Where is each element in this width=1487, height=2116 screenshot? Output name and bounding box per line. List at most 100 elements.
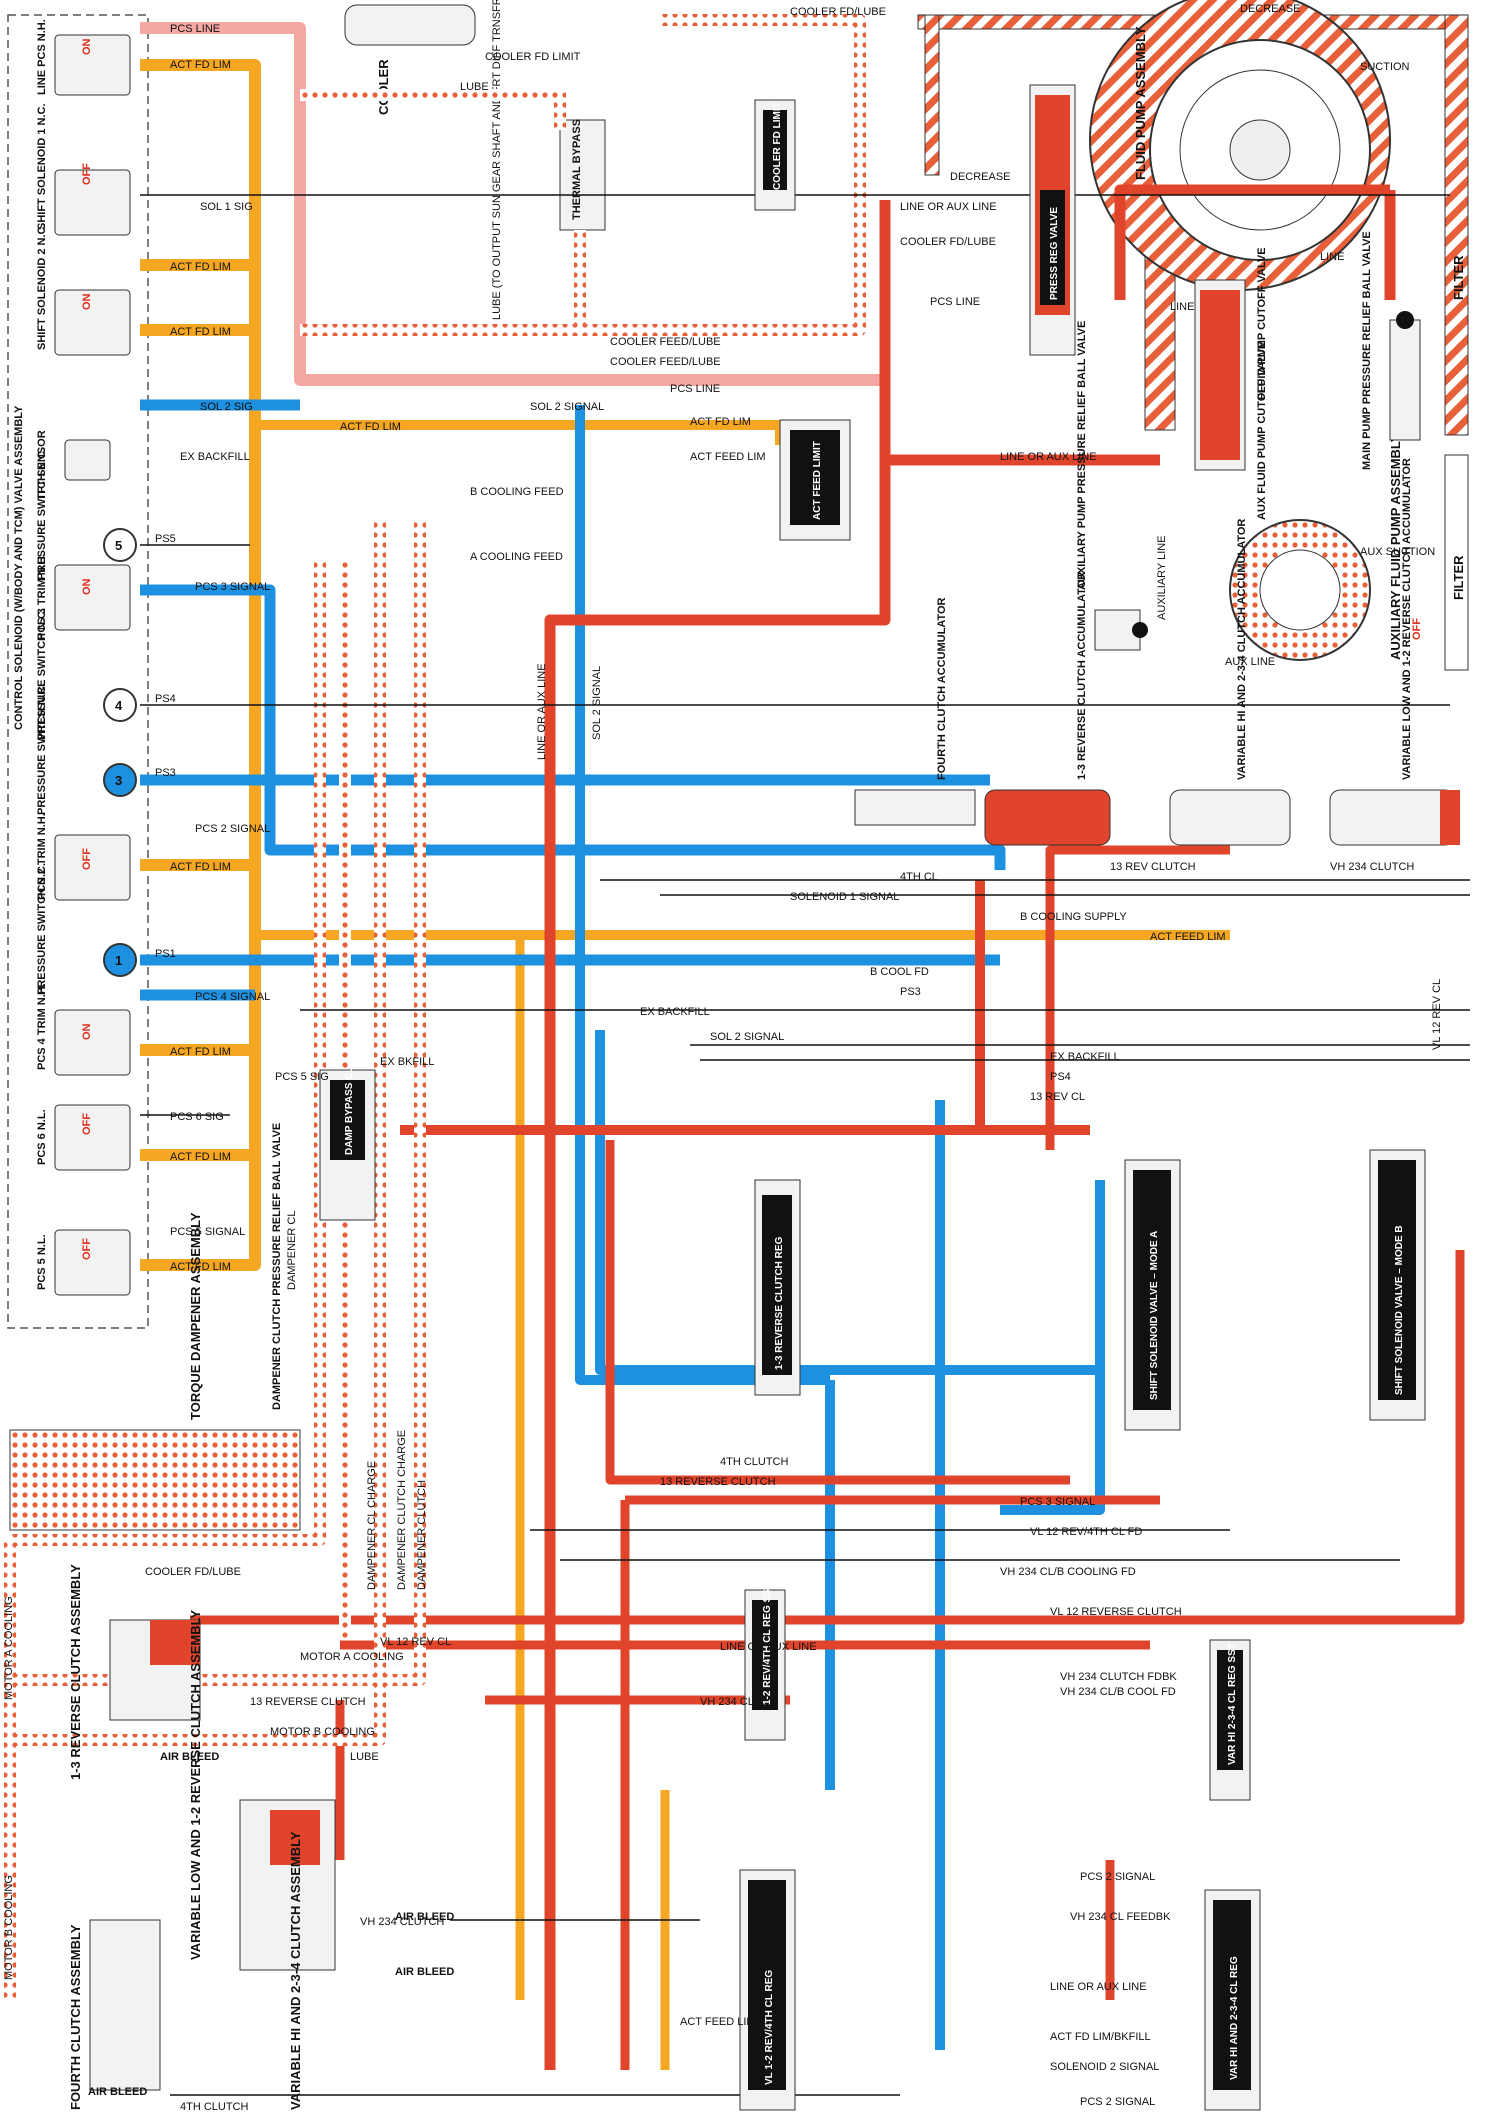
sol2-signal-label: SOL 2 SIGNAL <box>530 401 604 413</box>
vl12-reverse-clutch-label: VL 12 REVERSE CLUTCH <box>1050 1606 1182 1618</box>
torque-dampener-label: TORQUE DAMPENER ASSEMBLY <box>188 1212 203 1420</box>
solenoid-labels: LINE PCS N.H. ON SHIFT SOLENOID 1 N.C. O… <box>36 19 93 1290</box>
varhi-sst-valve: VAR HI 2-3-4 CL REG SST <box>1227 1643 1238 1765</box>
pcs3-signal-label: PCS 3 SIGNAL <box>195 581 270 593</box>
4th-clutch-bottom: 4TH CLUTCH <box>180 2101 249 2113</box>
varhi-clutch-label: VARIABLE HI AND 2-3-4 CLUTCH ASSEMBLY <box>288 1831 303 2110</box>
b-cool-fd-label: B COOL FD <box>870 966 929 978</box>
line-or-aux-low: LINE OR AUX LINE <box>1050 1981 1147 1993</box>
pcs2-trim-state: OFF <box>81 848 93 870</box>
cooler-label: COOLER <box>376 59 391 115</box>
aux-filter-label: FILTER <box>1451 555 1466 600</box>
dampener-cl-label: DAMPENER CL <box>286 1211 298 1290</box>
line-pcs-label: LINE PCS N.H. <box>36 19 48 95</box>
act-fd-lim-4: ACT FD LIM <box>170 861 231 873</box>
pcs2-signal-low: PCS 2 SIGNAL <box>1080 1871 1155 1883</box>
fluid-pump-label: FLUID PUMP ASSEMBLY <box>1133 26 1148 180</box>
upper-middle-labels: COOLER FD LIMIT LUBE COOLER FD/LUBE COOL… <box>340 6 1344 620</box>
pcs3-trim-label: PCS 3 TRIM N.H. <box>36 553 48 640</box>
pcs2-signal-label: PCS 2 SIGNAL <box>195 823 270 835</box>
pcs6-sig-label: PCS 6 SIG <box>170 1111 224 1123</box>
act-feed-limit-low: ACT FEED LIMIT <box>680 2016 766 2028</box>
vh234-cl-label: VH 234 CL <box>700 1696 754 1708</box>
ex-bkfill-label: EX BKFILL <box>380 1056 434 1068</box>
rev13-clutch-label: 13 REV CLUTCH <box>1110 861 1196 873</box>
rev13-acc-label: 1-3 REVERSE CLUTCH ACCUMULATOR <box>1076 572 1088 780</box>
pcs2-trim-label: PCS 2 TRIM N.H. <box>36 813 48 900</box>
aux-fluid-pump-cutoff-label: AUX FLUID PUMP CUTOFF VALVE <box>1256 341 1268 520</box>
sol1-sig-label: SOL 1 SIG <box>200 201 253 213</box>
line-or-aux-mid: LINE OR AUX LINE <box>720 1641 817 1653</box>
motor-a-cooling-left: MOTOR A COOLING <box>3 1596 15 1700</box>
ps4-number: 4 <box>115 698 123 713</box>
act-feed-lim-label: ACT FEED LIM <box>690 451 766 463</box>
act-fd-lim-bkfill-low: ACT FD LIM/BKFILL <box>1050 2031 1151 2043</box>
varhi-acc-label: VARIABLE HI AND 2-3-4 CLUTCH ACCUMULATOR <box>1236 519 1248 780</box>
vl12-reg-valve: VL 1-2 REV/4TH CL REG <box>764 1970 775 2085</box>
accumulators: FOURTH CLUTCH ACCUMULATOR 1-3 REVERSE CL… <box>854 458 1460 846</box>
aux-pump-relief-label: AUXILIARY PUMP PRESSURE RELIEF BALL VALV… <box>1076 321 1088 590</box>
ps5-label: PRESSURE SWITCH N.C. <box>36 448 48 580</box>
4th-cl-label: 4TH CL <box>900 871 938 883</box>
switch-numbers: 5 4 3 1 <box>115 538 123 968</box>
pcs-line-label: PCS LINE <box>170 23 220 35</box>
ex-backfill-label: EX BACKFILL <box>180 451 250 463</box>
rev13-reverse-clutch-label: 13 REVERSE CLUTCH <box>660 1476 776 1488</box>
sol2-sig-label: SOL 2 SIG <box>200 401 253 413</box>
middle-line-labels: B COOLING SUPPLY SOLENOID 1 SIGNAL ACT F… <box>3 663 1443 2113</box>
ps1-number: 1 <box>115 953 122 968</box>
b-cooling-feed-label: B COOLING FEED <box>470 486 564 498</box>
left-line-labels: PCS LINE ACT FD LIM SOL 1 SIG ACT FD LIM… <box>155 23 270 1273</box>
pcs3-signal-mid: PCS 3 SIGNAL <box>1020 1496 1095 1508</box>
act-fd-lim-6: ACT FD LIM <box>170 1151 231 1163</box>
ps5-number: 5 <box>115 538 122 553</box>
act-fd-lim-2: ACT FD LIM <box>170 261 231 273</box>
ps4-mid-label: PS4 <box>1050 1071 1071 1083</box>
fourth-clutch-acc-label: FOURTH CLUTCH ACCUMULATOR <box>936 597 948 780</box>
vh234-clb-cool-fd-label: VH 234 CL/B COOL FD <box>1060 1686 1176 1698</box>
shift-mode-b-valve: SHIFT SOLENOID VALVE – MODE B <box>1394 1225 1405 1395</box>
vh234-clutch-label: VH 234 CLUTCH <box>1330 861 1414 873</box>
cooler-feed-lube-2: COOLER FEED/LUBE <box>610 356 721 368</box>
pcs4-trim-state: ON <box>81 1023 93 1040</box>
act-fd-lim-1: ACT FD LIM <box>170 59 231 71</box>
dampener-clutch-charge-label: DAMPENER CLUTCH CHARGE <box>396 1430 408 1590</box>
ex-backfill-mid: EX BACKFILL <box>640 1006 710 1018</box>
valves: COOLER FD LIMIT PRESS REG VALVE FLUID PU… <box>319 84 1426 2111</box>
dampener-clutch-label: DAMPENER CLUTCH <box>416 1480 428 1590</box>
rev13-cl-label: 13 REV CL <box>1030 1091 1085 1103</box>
ps3-line-label: PS3 <box>155 767 176 779</box>
auxiliary-line-label: AUXILIARY LINE <box>1156 535 1168 620</box>
ps1-line-label: PS1 <box>155 948 176 960</box>
vl12-rev-clutch-low: VL 12 REV CL <box>380 1636 451 1648</box>
cooler-fd-limit-valve: COOLER FD LIMIT <box>772 102 783 190</box>
pcs-line-label-2: PCS LINE <box>670 383 720 395</box>
main-pump-relief-label: MAIN PUMP PRESSURE RELIEF BALL VALVE <box>1361 231 1373 470</box>
act-feed-lim-2: ACT FEED LIM <box>1150 931 1226 943</box>
act-fd-lim-3: ACT FD LIM <box>170 326 231 338</box>
b-cooling-supply-label: B COOLING SUPPLY <box>1020 911 1127 923</box>
aux-line-label: AUX LINE <box>1225 656 1275 668</box>
vh234-clutch-fdbk-label: VH 234 CLUTCH FDBK <box>1060 1671 1177 1683</box>
pcs5-signal-label: PCS 5 SIGNAL <box>170 1226 245 1238</box>
dampener-relief-label: DAMPENER CLUTCH PRESSURE RELIEF BALL VAL… <box>271 1123 283 1410</box>
motor-b-cooling-low: MOTOR B COOLING <box>270 1726 375 1738</box>
sol2-signal-mid: SOL 2 SIGNAL <box>710 1031 784 1043</box>
act-fd-lim-5: ACT FD LIM <box>170 1046 231 1058</box>
act-fd-lim-9: ACT FD LIM <box>690 416 751 428</box>
rev13-reverse-clutch-low: 13 REVERSE CLUTCH <box>250 1696 366 1708</box>
cooler-fd-lube-low: COOLER FD/LUBE <box>145 1566 241 1578</box>
motor-a-cooling-low: MOTOR A COOLING <box>300 1651 404 1663</box>
decrease-label: DECREASE <box>1240 3 1301 15</box>
shift-sol2-state: ON <box>81 293 93 310</box>
cooler-feed-lube-1: COOLER FEED/LUBE <box>610 336 721 348</box>
varlow-acc-label: VARIABLE LOW AND 1-2 REVERSE CLUTCH ACCU… <box>1401 458 1413 780</box>
suction-label: SUCTION <box>1360 61 1410 73</box>
ps4-line-label: PS4 <box>155 693 176 705</box>
solenoid2-signal-low: SOLENOID 2 SIGNAL <box>1050 2061 1159 2073</box>
shift-sol1-label: SHIFT SOLENOID 1 N.C. <box>36 103 48 230</box>
pcs2-signal-bottom: PCS 2 SIGNAL <box>1080 2096 1155 2108</box>
ps1-label: PRESSURE SWITCH N.C. <box>36 863 48 995</box>
line-pcs-state: ON <box>81 38 93 55</box>
ex-backfill-mid2: EX BACKFILL <box>1050 1051 1120 1063</box>
